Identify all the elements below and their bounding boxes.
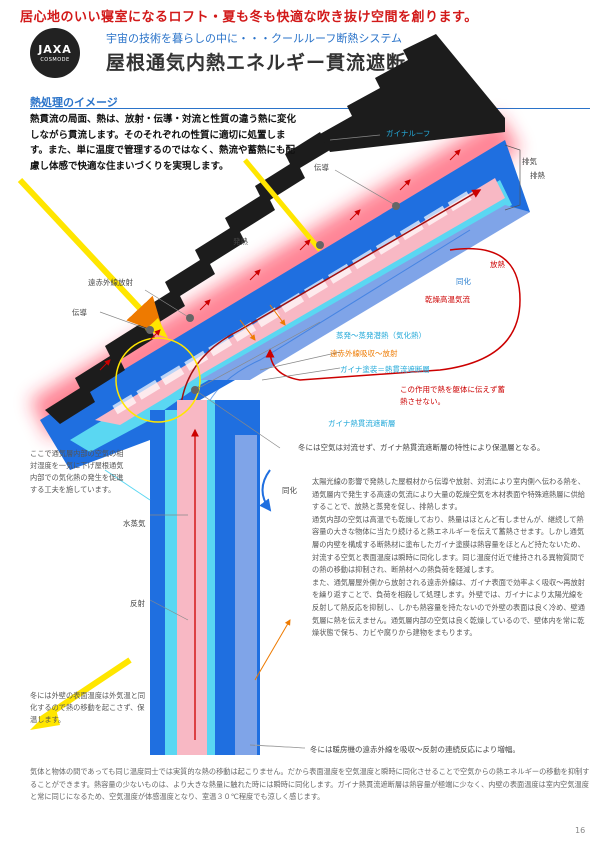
label-jouki: 蒸発～蒸発潜熱（気化熱） [336,331,426,340]
label-left-note: ここで通気層内部の空気の相対湿度を一気に下げ屋根通気内部での気化熱の発生を促進す… [30,449,124,494]
label-hounetsu: 放熱 [490,260,505,269]
label-winter-note: 冬には空気は対流せず、ガイナ熱貫流遮断層の特性により保温層となる。 [298,443,545,452]
label-kansou: 乾燥高温気流 [425,295,470,304]
label-hansha: 反射 [130,599,145,608]
body-text: 太陽光線の影響で発熱した屋根材から伝導や放射、対流により室内側へ伝わる熱を、通気… [312,476,590,640]
sun-ray-1 [17,177,165,335]
wall-cyan-inner [207,400,215,755]
logo-line1: JAXA [38,43,72,56]
label-winter-wall: 冬には外壁の表面温度は外気温と同化するので熱の移動を起こさず、保温します。 [30,691,146,724]
sun-ray-head-1 [145,318,168,338]
wall-cool-arrow [259,469,272,512]
label-dennetsu-left: 伝導 [72,308,87,317]
logo-line2: COSMODE [40,57,70,63]
conduction-arrows [239,304,286,341]
label-hatsunetsu: 発熱 [233,237,248,246]
wall-cyan-layer [165,410,177,755]
heat-arrows-roof [99,149,461,371]
label-enseki-housha: 遠赤外線放射 [88,278,133,287]
label-hainetsu: 排熱 [530,171,545,180]
roof-inner-layer [200,205,530,380]
danbou-line [254,744,306,749]
label-suijouki: 水蒸気 [123,519,146,528]
body-paragraph-1: 太陽光線の影響で発熱した屋根材から伝導や放射、対流により室内側へ伝わる熱を、通気… [312,477,585,512]
wall-inner-light [235,435,257,755]
section-heading: 熱処理のイメージ [30,96,118,109]
label-sayou: この作用で熱を躯体に伝えず蓄熱させない。 [400,385,505,406]
jaxa-cosmode-logo: JAXA COSMODE [30,28,80,78]
heat-cycle-loop [265,247,521,381]
sun-ray-2 [243,158,322,252]
leftnote-line [104,469,151,501]
top-banner: 居心地のいい寝室になるロフト・夏も冬も快適な吹き抜け空間を創ります。 [20,10,478,25]
label-dennetsu-top: 伝導 [314,163,329,172]
ventilation-highlight-circle [115,337,201,423]
winter-heat-arrow [254,619,291,681]
label-gaina-roof: ガイナルーフ [386,129,431,138]
page-number: 16 [575,826,586,835]
subtitle: 宇宙の技術を暮らしの中に・・・クールルーフ断熱システム [106,32,403,45]
label-haiki: 排気 [522,157,537,166]
marker-dots [146,202,400,394]
body-paragraph-2: 通気内部の空気は高温でも乾燥しており、熱量はほとんど有しませんが、継続して熱容量… [312,514,585,575]
section-divider [30,108,590,109]
bottom-paragraph: 気体と物体の間であっても同じ温度同士では実質的な熱の移動は起こりません。だから表… [30,767,590,802]
page-title: 屋根通気内熱エネルギー貫流遮断工法 [106,52,447,74]
hansha-line [149,599,189,621]
label-danbou-note: 冬には暖房機の遠赤外線を吸収～反射の連続反応により増幅。 [310,745,520,754]
body-paragraph-3: また、通気層屋外側から放射される遠赤外線は、ガイナ表面で効率よく吸収～再放射を繰… [312,577,585,638]
upper-tiles-main [320,34,505,152]
leader-lines [99,134,396,749]
label-douka-mid: 同化 [282,486,297,495]
roof-tiles [45,132,330,424]
label-gaina-layer: ガイナ熱貫流遮断層 [328,419,396,428]
exhaust-bracket [504,144,521,211]
label-gaina-tosou: ガイナ塗装＝熱貫流遮断層 [340,365,430,374]
label-enseki-kyushu: 遠赤外線吸収～放射 [330,349,398,358]
label-douka-top: 同化 [456,277,471,286]
intro-paragraph: 熱貫流の局面、熱は、放射・伝導・対流と性質の違う熱に変化しながら貫流します。その… [30,114,297,172]
sun-ray-head-3 [30,705,60,730]
wall-vent-layer [177,400,207,755]
